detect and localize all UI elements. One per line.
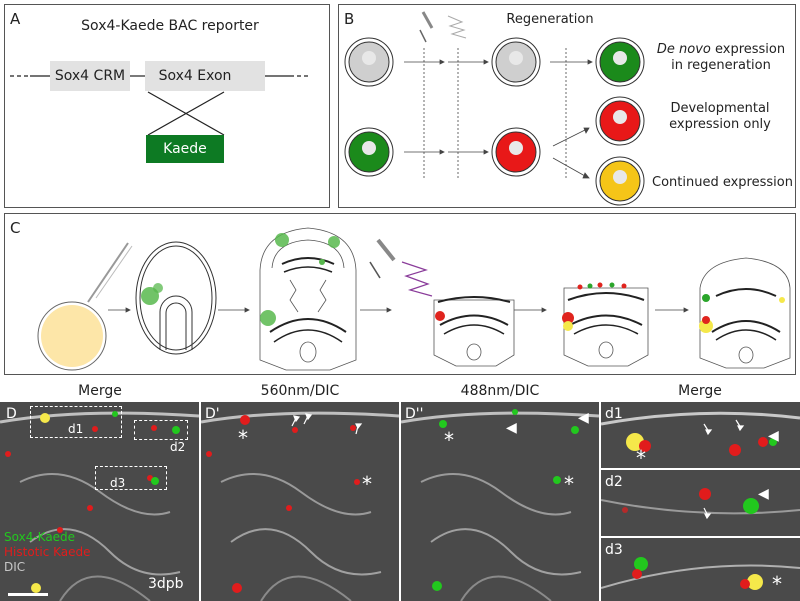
zoom-box-d2 bbox=[134, 420, 188, 440]
arrowhead-marker: ◀ bbox=[578, 410, 589, 426]
image-merge bbox=[0, 402, 199, 601]
label-d3: d3 bbox=[605, 542, 623, 558]
legend-red: Histotic Kaede bbox=[4, 545, 91, 559]
outcome-denovo-line1: De novo expression bbox=[656, 42, 786, 57]
image-zoom-d3 bbox=[601, 538, 800, 601]
panel-b-label: B bbox=[344, 10, 355, 28]
panel-c-label: C bbox=[10, 219, 21, 237]
outcome-continued: Continued expression bbox=[652, 175, 793, 190]
pipette-icon bbox=[87, 242, 133, 303]
panel-b bbox=[338, 4, 796, 208]
arrowhead-marker: ◀ bbox=[768, 428, 779, 444]
asterisk-marker: * bbox=[238, 426, 248, 450]
title-488nm: 488nm/DIC bbox=[460, 383, 540, 399]
scalpel-icon bbox=[419, 11, 434, 43]
cut-scribble-icon bbox=[401, 261, 433, 297]
title-560nm: 560nm/DIC bbox=[260, 383, 340, 399]
label-d: D bbox=[6, 406, 17, 422]
kaede-label: Kaede bbox=[163, 141, 207, 157]
arrow-icon bbox=[291, 413, 745, 520]
label-d1: d1 bbox=[605, 406, 623, 422]
title-merge: Merge bbox=[78, 383, 122, 399]
outcome-denovo-line2: in regeneration bbox=[671, 58, 771, 73]
panel-a bbox=[4, 4, 330, 208]
zoom-box-d1-label: d1 bbox=[68, 422, 84, 436]
image-560nm bbox=[201, 402, 399, 601]
crm-box bbox=[50, 61, 130, 91]
arrowhead-marker: ◀ bbox=[506, 420, 517, 436]
panel-a-title: Sox4-Kaede BAC reporter bbox=[81, 18, 259, 34]
label-d-prime: D' bbox=[205, 406, 220, 422]
image-zoom-d1 bbox=[601, 402, 800, 468]
timepoint-label: 3dpb bbox=[148, 576, 184, 592]
embryo-early bbox=[135, 241, 217, 355]
regeneration-label: Regeneration bbox=[506, 12, 594, 27]
arrowhead-marker: ◀ bbox=[758, 486, 769, 502]
channel-legend: Sox4-Kaede Histotic Kaede DIC bbox=[4, 530, 91, 575]
outcome-dev-line1: Developmental bbox=[670, 101, 770, 116]
asterisk-marker: * bbox=[444, 428, 454, 452]
asterisk-marker: * bbox=[636, 446, 646, 470]
kaede-box bbox=[146, 135, 224, 163]
cell-red-middle bbox=[491, 127, 541, 177]
legend-green: Sox4-Kaede bbox=[4, 530, 76, 544]
image-488nm bbox=[401, 402, 599, 601]
label-d-double-prime: D'' bbox=[405, 406, 424, 422]
image-zoom-d2 bbox=[601, 470, 800, 536]
asterisk-marker: * bbox=[564, 472, 574, 496]
larva-amputated bbox=[433, 296, 515, 367]
zoom-box-d2-label: d2 bbox=[170, 440, 186, 454]
panel-c bbox=[4, 213, 796, 375]
larva-regenerating-early bbox=[562, 282, 649, 367]
larva-developed bbox=[259, 227, 357, 371]
title-merge-zoom: Merge bbox=[678, 383, 722, 399]
cell-yellow-continued bbox=[595, 156, 645, 206]
asterisk-marker: * bbox=[772, 572, 782, 596]
cell-green-start bbox=[344, 127, 394, 177]
legend-gray: DIC bbox=[4, 560, 26, 574]
wave-icon bbox=[447, 15, 467, 39]
zoom-box-d3-label: d3 bbox=[110, 476, 126, 490]
zoom-box-d3 bbox=[95, 466, 167, 490]
crm-label: Sox4 CRM bbox=[54, 68, 126, 84]
egg-illustration bbox=[37, 301, 107, 371]
panel-a-label: A bbox=[10, 10, 21, 28]
exon-label: Sox4 Exon bbox=[158, 68, 232, 84]
scalpel-icon bbox=[369, 238, 396, 279]
asterisk-marker: * bbox=[362, 472, 372, 496]
outcome-dev-line2: expression only bbox=[669, 117, 771, 132]
exon-box bbox=[145, 61, 265, 91]
larva-regenerated bbox=[699, 257, 791, 369]
zoom-box-d1 bbox=[30, 406, 122, 438]
scale-bar bbox=[8, 593, 48, 596]
cell-gray-1 bbox=[344, 37, 394, 87]
cell-red-dev bbox=[595, 96, 645, 146]
label-d2: d2 bbox=[605, 474, 623, 490]
cell-gray-2 bbox=[491, 37, 541, 87]
cell-green-denovo bbox=[595, 37, 645, 87]
